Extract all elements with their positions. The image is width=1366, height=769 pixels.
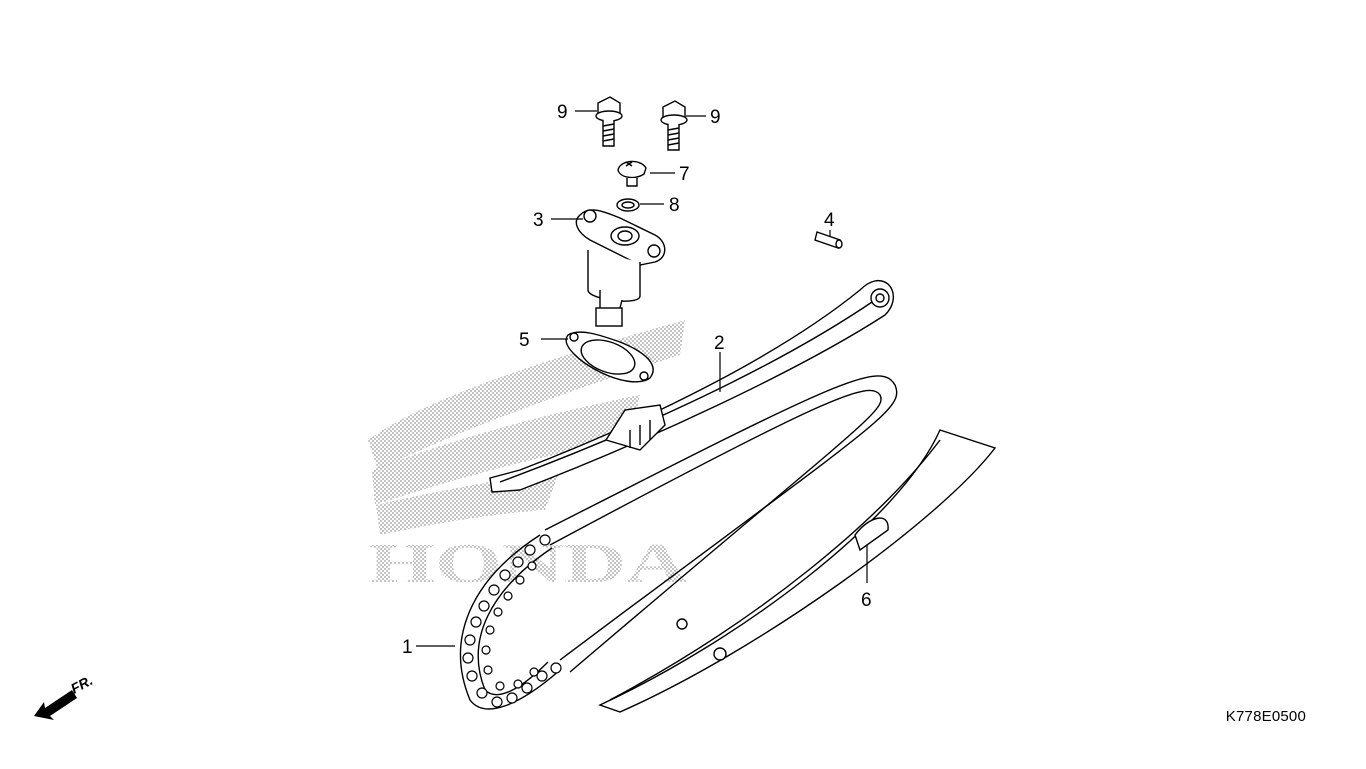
callout-9-left: 9 [557,102,568,123]
front-direction-indicator: FR. [34,672,95,720]
callout-7: 7 [679,164,690,185]
callout-1: 1 [402,637,413,658]
pin [814,231,843,249]
o-ring [616,198,640,212]
callout-labels: 9 9 7 8 3 4 5 2 1 6 [402,102,872,658]
cam-chain-guide [598,429,997,713]
leader-lines [416,110,868,647]
callout-4: 4 [824,210,835,231]
callout-3: 3 [533,210,544,231]
callout-6: 6 [861,590,872,611]
diagram-reference-code: K778E0500 [1225,708,1306,725]
sealing-bolt [617,160,647,187]
callout-9-right: 9 [710,107,721,128]
callout-5: 5 [519,330,530,351]
cam-chain-links [462,534,562,708]
gasket [565,331,654,383]
callout-8: 8 [669,195,680,216]
flange-bolt-left [595,96,623,147]
flange-bolt-right [660,100,688,151]
callout-2: 2 [714,333,725,354]
tensioner-lifter [575,209,666,327]
tensioner-slipper [489,279,894,493]
front-arrow-icon [34,690,77,720]
